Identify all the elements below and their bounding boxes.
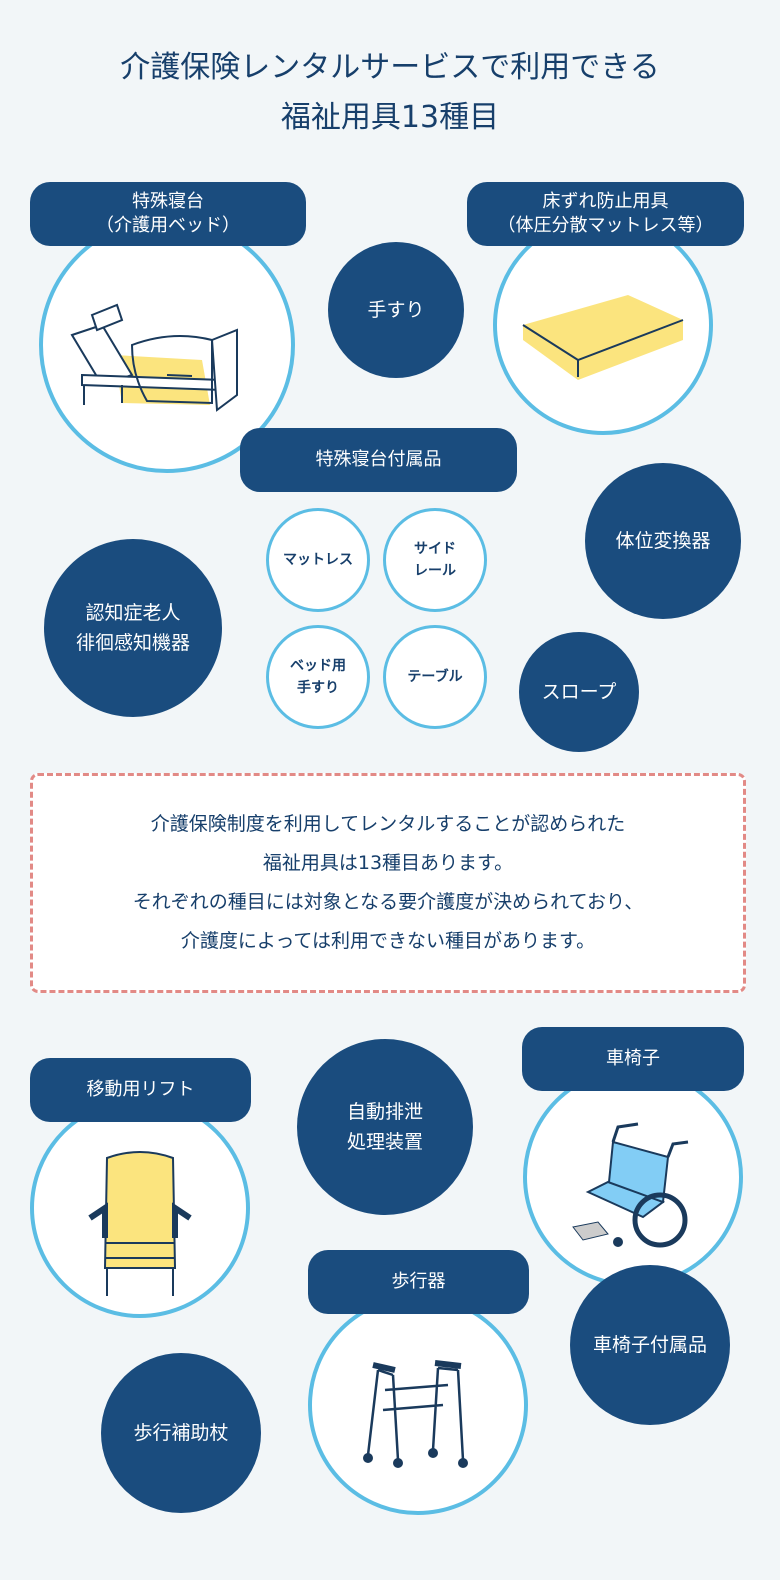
bed-label: 特殊寝台 （介護用ベッド） bbox=[30, 182, 306, 246]
excretion-line2: 処理装置 bbox=[346, 1131, 423, 1153]
walker-illustration-icon bbox=[363, 1360, 468, 1468]
mattress-circle bbox=[493, 215, 713, 435]
excretion-line1: 自動排泄 bbox=[346, 1101, 423, 1123]
acc-side-rail-line2: レール bbox=[414, 563, 456, 579]
bed-accessories-text: 特殊寝台付属品 bbox=[315, 449, 442, 470]
bed-label-line2: （介護用ベッド） bbox=[96, 215, 240, 236]
handrail-label: 手すり bbox=[367, 299, 425, 321]
acc-mattress: マットレス bbox=[266, 508, 370, 612]
wheelchair-text: 車椅子 bbox=[606, 1048, 660, 1069]
position-changer-item: 体位変換器 bbox=[585, 463, 741, 619]
lift-text: 移動用リフト bbox=[86, 1079, 195, 1100]
bed-label-line1: 特殊寝台 bbox=[132, 191, 204, 212]
wheelchair-circle bbox=[523, 1067, 743, 1287]
bed-circle bbox=[39, 217, 295, 473]
handrail-item: 手すり bbox=[328, 242, 464, 378]
bed-accessories-label: 特殊寝台付属品 bbox=[240, 428, 517, 492]
walker-circle bbox=[308, 1295, 528, 1515]
acc-bed-handrail-line1: ベッド用 bbox=[290, 658, 346, 674]
acc-side-rail-line1: サイド bbox=[414, 541, 456, 557]
note-line4: 介護度によっては利用できない種目があります。 bbox=[180, 930, 596, 952]
acc-table-label: テーブル bbox=[407, 669, 463, 685]
acc-mattress-label: マットレス bbox=[283, 552, 353, 568]
dementia-sensor-line2: 徘徊感知機器 bbox=[75, 632, 190, 654]
note-line3: それぞれの種目には対象となる要介護度が決められており、 bbox=[132, 891, 644, 913]
cane-item: 歩行補助杖 bbox=[101, 1353, 261, 1513]
wheelchair-accessories-item: 車椅子付属品 bbox=[570, 1265, 730, 1425]
cane-label: 歩行補助杖 bbox=[133, 1422, 229, 1444]
acc-bed-handrail: ベッド用 手すり bbox=[266, 625, 370, 729]
excretion-item: 自動排泄 処理装置 bbox=[297, 1039, 473, 1215]
mattress-label-line2: （体圧分散マットレス等） bbox=[497, 215, 714, 236]
lift-label: 移動用リフト bbox=[30, 1058, 251, 1122]
mattress-label-line1: 床ずれ防止用具 bbox=[542, 191, 669, 212]
slope-label: スロープ bbox=[541, 681, 617, 703]
acc-side-rail: サイド レール bbox=[383, 508, 487, 612]
walker-label: 歩行器 bbox=[308, 1250, 529, 1314]
walker-text: 歩行器 bbox=[391, 1271, 446, 1292]
mattress-illustration-icon bbox=[522, 295, 684, 380]
note-line1: 介護保険制度を利用してレンタルすることが認められた bbox=[150, 813, 626, 835]
wheelchair-accessories-label: 車椅子付属品 bbox=[592, 1334, 707, 1356]
dementia-sensor-item: 認知症老人 徘徊感知機器 bbox=[44, 539, 222, 717]
wheelchair-label: 車椅子 bbox=[522, 1027, 744, 1091]
page-title-line2: 福祉用具13種目 bbox=[280, 100, 500, 135]
mattress-label: 床ずれ防止用具 （体圧分散マットレス等） bbox=[467, 182, 744, 246]
page-title-line1: 介護保険レンタルサービスで利用できる bbox=[120, 50, 660, 85]
slope-item: スロープ bbox=[519, 632, 639, 752]
note-line2: 福祉用具は13種目あります。 bbox=[262, 852, 514, 874]
bed-illustration-icon bbox=[70, 303, 238, 412]
lift-circle bbox=[30, 1098, 250, 1318]
info-note: 介護保険制度を利用してレンタルすることが認められた 福祉用具は13種目あります。… bbox=[30, 773, 746, 993]
acc-bed-handrail-line2: 手すり bbox=[297, 680, 339, 696]
position-changer-label: 体位変換器 bbox=[615, 530, 711, 552]
wheelchair-illustration-icon bbox=[572, 1122, 689, 1248]
lift-illustration-icon bbox=[88, 1151, 192, 1296]
acc-table: テーブル bbox=[383, 625, 487, 729]
dementia-sensor-line1: 認知症老人 bbox=[85, 602, 181, 624]
